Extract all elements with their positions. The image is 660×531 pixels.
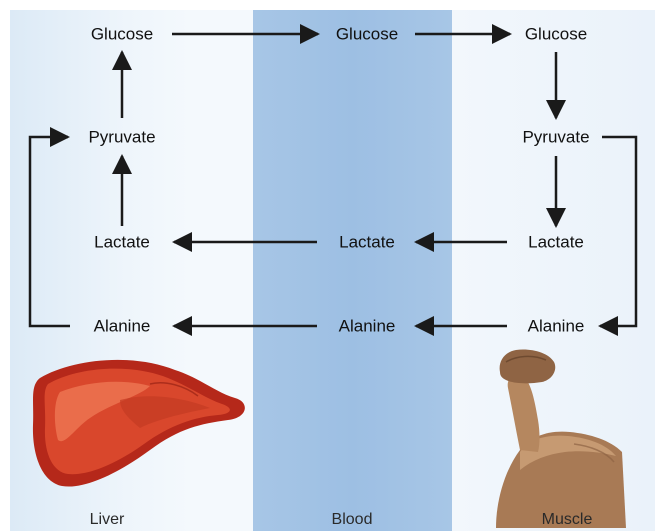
- liver-caption: Liver: [90, 512, 125, 528]
- arrow-liver-alanine-to-pyruvate: [30, 137, 70, 326]
- muscle-alanine-label: Alanine: [528, 318, 585, 335]
- blood-lactate-label: Lactate: [339, 234, 395, 251]
- liver-pyruvate-label: Pyruvate: [88, 129, 155, 146]
- muscle-glucose-label: Glucose: [525, 26, 587, 43]
- blood-alanine-label: Alanine: [339, 318, 396, 335]
- liver-alanine-label: Alanine: [94, 318, 151, 335]
- liver-illustration: [33, 360, 245, 487]
- muscle-pyruvate-label: Pyruvate: [522, 129, 589, 146]
- muscle-caption: Muscle: [542, 512, 593, 528]
- blood-caption: Blood: [332, 512, 373, 528]
- liver-glucose-label: Glucose: [91, 26, 153, 43]
- arrow-muscle-pyruvate-to-alanine: [600, 137, 636, 326]
- flexed-arm-illustration: [496, 350, 626, 529]
- liver-lactate-label: Lactate: [94, 234, 150, 251]
- blood-glucose-label: Glucose: [336, 26, 398, 43]
- muscle-lactate-label: Lactate: [528, 234, 584, 251]
